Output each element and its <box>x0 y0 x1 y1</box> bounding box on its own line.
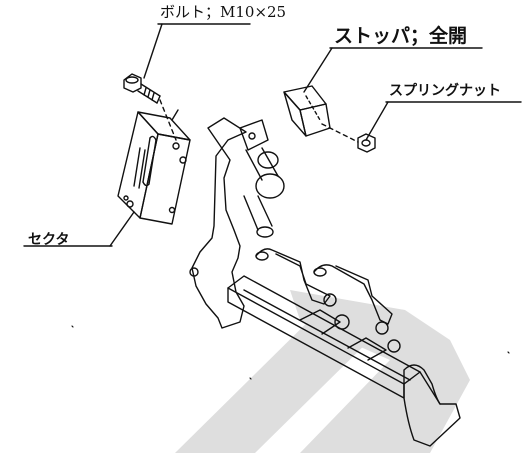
sector-block <box>117 109 191 225</box>
shaft-housing <box>227 275 461 447</box>
bolt-axis <box>159 99 177 141</box>
nut-axis <box>321 123 359 143</box>
specks <box>71 325 510 380</box>
stopper <box>283 85 331 137</box>
sector-label: セクタ <box>28 232 70 248</box>
spring-nut-label: スプリングナット <box>389 83 501 99</box>
bolt <box>123 73 161 104</box>
leader-lines <box>23 23 522 247</box>
bolt-label: ボルト；M10×25 <box>160 3 287 21</box>
link-arm <box>243 147 285 238</box>
spring-nut <box>357 133 376 153</box>
watermark <box>175 290 470 453</box>
lever-plate <box>189 117 269 329</box>
throttle-levers <box>255 248 393 335</box>
stopper-label: ストッパ；全開 <box>334 25 468 47</box>
